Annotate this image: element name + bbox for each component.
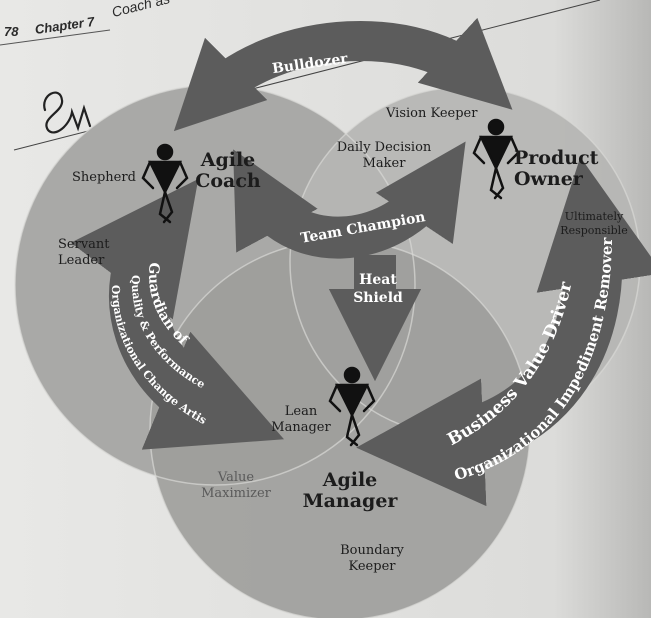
- value-maximizer-line-1: Value: [217, 470, 255, 485]
- servant-leader-line-2: Leader: [58, 253, 105, 269]
- product-owner-figure-icon: [472, 118, 520, 200]
- value-maximizer-line-2: Maximizer: [201, 486, 271, 502]
- guardian-arrow: [70, 178, 284, 450]
- header-rule: [0, 29, 111, 46]
- daily-decision-line-1: Daily Decision: [336, 140, 432, 155]
- boundary-keeper-line-1: Boundary: [340, 543, 404, 558]
- heat-shield-line-2: Shield: [353, 289, 403, 306]
- shepherd-label: Shepherd: [72, 170, 136, 185]
- ultimately-line-2: Responsible: [560, 223, 628, 237]
- value-maximizer-label: Value Maximizer: [196, 470, 276, 503]
- agile-coach-title: Agile Coach: [192, 150, 264, 192]
- heat-shield-label: Heat Shield: [350, 272, 406, 307]
- product-owner-title-line-1: Product: [514, 147, 599, 169]
- business-value-arrow: [356, 156, 651, 507]
- lean-manager-line-2: Manager: [271, 420, 331, 436]
- agile-coach-title-line-2: Coach: [195, 169, 261, 192]
- agile-coach-figure-icon: [141, 143, 189, 224]
- product-owner-title: Product Owner: [514, 148, 598, 190]
- ultimately-responsible-label: Ultimately Responsible: [556, 210, 632, 238]
- agile-manager-title-line-1: Agile: [322, 469, 378, 491]
- heat-shield-line-1: Heat: [359, 272, 397, 288]
- vision-keeper-label: Vision Keeper: [386, 106, 478, 121]
- daily-decision-maker-label: Daily Decision Maker: [328, 140, 440, 173]
- product-owner-title-line-2: Owner: [514, 167, 583, 190]
- agile-manager-title-line-2: Manager: [302, 489, 398, 512]
- daily-decision-line-2: Maker: [362, 156, 406, 172]
- agile-coach-title-line-1: Agile: [200, 149, 256, 171]
- servant-leader-label: Servant Leader: [58, 237, 110, 270]
- boundary-keeper-label: Boundary Keeper: [334, 543, 410, 576]
- ultimately-line-1: Ultimately: [564, 210, 624, 223]
- boundary-keeper-line-2: Keeper: [348, 559, 396, 575]
- agile-manager-figure-icon: [328, 366, 376, 447]
- lean-manager-label: Lean Manager: [266, 404, 336, 437]
- bulldozer-arrow: [173, 17, 513, 132]
- lean-manager-line-1: Lean: [284, 404, 318, 419]
- arrows: [70, 17, 651, 507]
- servant-leader-line-1: Servant: [58, 237, 110, 252]
- agile-manager-title: Agile Manager: [300, 470, 400, 512]
- page-number: 78: [4, 24, 19, 39]
